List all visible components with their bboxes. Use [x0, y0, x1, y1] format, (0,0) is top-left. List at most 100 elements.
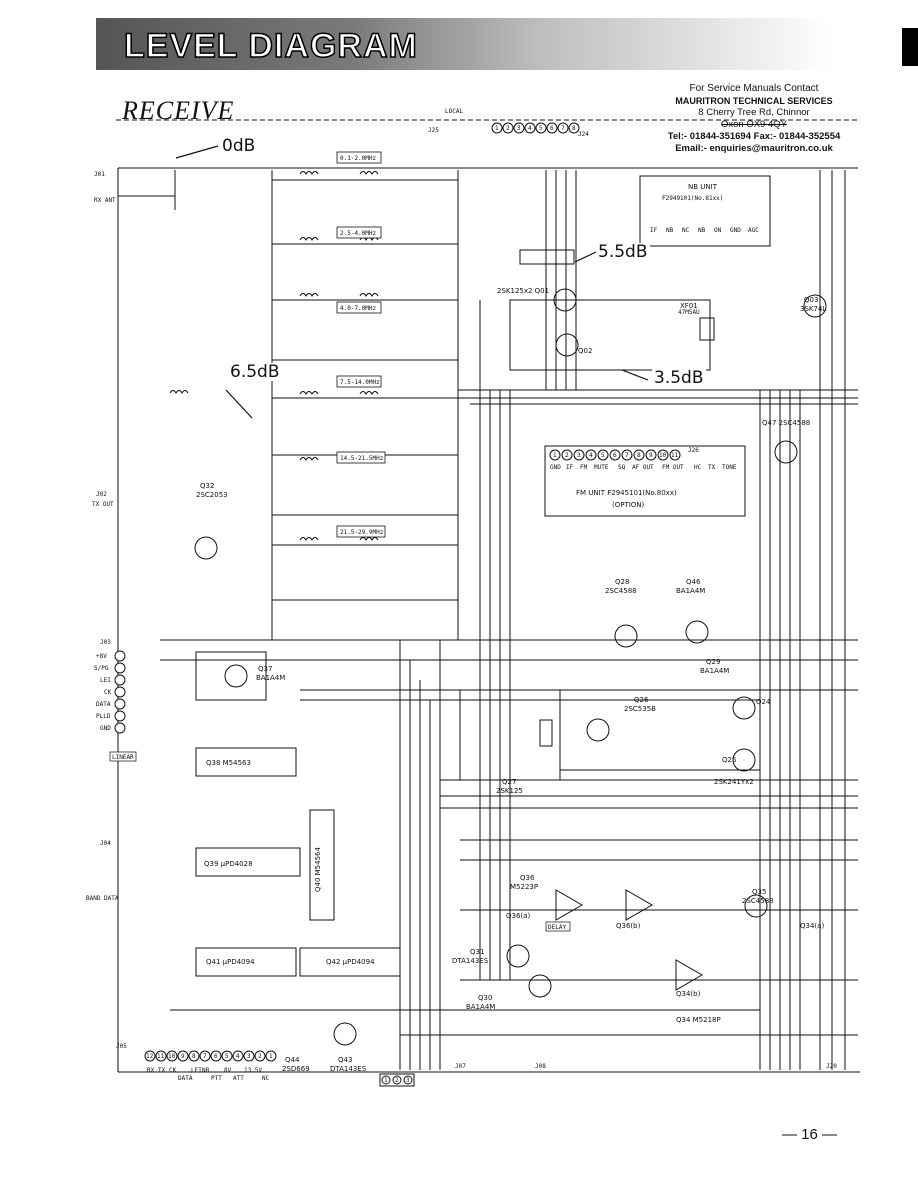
j05-pin: 13.5V	[244, 1067, 262, 1074]
q34b-label: Q34(b)	[676, 990, 701, 998]
level-5-5db: 5.5dB	[596, 242, 650, 262]
q30-label: Q30	[478, 994, 492, 1002]
q26-label: Q26	[634, 696, 649, 704]
j05-pin-num: 10	[168, 1053, 176, 1060]
service-contact: For Service Manuals Contact MAURITRON TE…	[664, 83, 844, 155]
j24-pin: 2	[506, 125, 510, 132]
filter-label-1: 0.1-2.0MHz	[340, 155, 377, 162]
filter-label-3: 4.0-7.0MHz	[340, 305, 377, 312]
j26-pin: 3	[577, 452, 581, 459]
linear-label: LINEAR	[112, 754, 134, 761]
contact-line-6: Email:- enquiries@mauritron.co.uk	[675, 143, 833, 154]
fm-pin: FM	[580, 464, 588, 471]
j03-pin: PLLD	[96, 713, 111, 720]
j24-pin: 6	[550, 125, 554, 132]
j05-pin: NC	[262, 1075, 270, 1082]
fm-unit-option: (OPTION)	[612, 501, 645, 509]
j05-pin: TX	[158, 1067, 166, 1074]
nb-pin: AGC	[748, 227, 759, 234]
nb-unit-title: NB UNIT	[688, 183, 718, 191]
q31-type: DTA143ES	[452, 957, 489, 965]
xf01-type: 47M5AU	[678, 309, 700, 316]
q34-label: Q34 M5218P	[676, 1016, 721, 1024]
q39-label: Q39 μPD4028	[204, 860, 253, 868]
j05-pin: RX	[147, 1067, 155, 1074]
filter-label-6: 21.5-29.9MHz	[340, 529, 384, 536]
fm-pin: GND	[550, 464, 561, 471]
nb-pin: GND	[730, 227, 741, 234]
j26-pin: 2	[565, 452, 569, 459]
j05-pin: PTT	[211, 1075, 222, 1082]
j03-pin: S/PG	[94, 665, 109, 672]
fm-pin: HC	[694, 464, 702, 471]
j05-pin: DATA	[178, 1075, 193, 1082]
filter-labels: 0.1-2.0MHz 2.5-4.0MHz 4.0-7.0MHz 7.5-14.…	[336, 151, 386, 538]
j05-pin: CK	[169, 1067, 177, 1074]
j26-label: J26	[688, 447, 699, 454]
fm-pin: TX	[708, 464, 716, 471]
j05-pin-num: 6	[214, 1053, 218, 1060]
level-arrows	[175, 145, 649, 419]
j25-label: J25	[428, 127, 439, 134]
j24-pin: 1	[495, 125, 499, 132]
j07-pin: 2	[395, 1077, 399, 1084]
j26-pin: 7	[625, 452, 629, 459]
q36b-label: Q36(b)	[616, 922, 641, 930]
nb-pin: IF	[650, 227, 658, 234]
j24-pin: 3	[517, 125, 521, 132]
q37-label: Q37	[258, 665, 272, 673]
j05-pin: LEI	[191, 1067, 202, 1074]
q32-type: 2SC2053	[196, 491, 228, 499]
contact-line-4: Oxon OX9 4QY	[720, 119, 787, 130]
contact-line-1: For Service Manuals Contact	[689, 83, 819, 94]
q40-label: Q40 M54564	[314, 847, 322, 892]
j07-pin: 3	[406, 1077, 410, 1084]
q36-label: Q36	[520, 874, 535, 882]
j24-pin: 5	[539, 125, 543, 132]
j24-pin: 4	[528, 125, 532, 132]
q38-label: Q38 M54563	[206, 759, 251, 767]
q30-type: BA1A4M	[466, 1003, 495, 1011]
contact-line-2: MAURITRON TECHNICAL SERVICES	[675, 96, 833, 106]
q43-type: DTA143ES	[330, 1065, 367, 1073]
j07-pin: 1	[384, 1077, 388, 1084]
q41-label: Q41 μPD4094	[206, 958, 255, 966]
page-edge-tab	[902, 28, 918, 66]
fm-pin: AF OUT	[632, 464, 654, 471]
j03-pin: LEI	[100, 677, 111, 684]
level-6-5db: 6.5dB	[228, 362, 282, 382]
nb-pin: NC	[682, 227, 690, 234]
rx-ant-label: RX ANT	[94, 197, 116, 204]
fm-pin: SQ	[618, 464, 626, 471]
j05-pin-num: 1	[269, 1053, 273, 1060]
nb-unit-code: F2949101(No.81xx)	[662, 195, 723, 202]
q2425-type: 2SK241Yx2	[714, 778, 754, 786]
j02-label: J02	[96, 491, 107, 498]
j05-pin: ATT	[233, 1075, 244, 1082]
level-3-5db: 3.5dB	[652, 368, 706, 388]
delay-label: DELAY	[548, 924, 566, 931]
fm-pin: TONE	[722, 464, 737, 471]
q29-type: BA1A4M	[700, 667, 729, 675]
q42-label: Q42 μPD4094	[326, 958, 375, 966]
j05-pin-num: 7	[203, 1053, 207, 1060]
q01-label: 2SK125x2 Q01	[497, 287, 549, 295]
contact-line-3: 8 Cherry Tree Rd, Chinnor	[698, 107, 810, 118]
j03-pin: GND	[100, 725, 111, 732]
fm-unit-title: FM UNIT F2945101(No.80xx)	[576, 489, 677, 497]
component-labels: J01 RX ANT J02 TX OUT LOCAL J25 J24 J04 …	[86, 108, 826, 1073]
j05-pin-num: 3	[247, 1053, 251, 1060]
j05-connector: J05 12 11 10 9 8 7 6 5 4 3 2 1 RX TX CK …	[116, 1043, 277, 1082]
j24-pin: 8	[572, 125, 576, 132]
j05-pin-num: 12	[146, 1053, 154, 1060]
q35-label: Q35	[752, 888, 766, 896]
q28-label: Q28	[615, 578, 629, 586]
fm-pin: IF	[566, 464, 574, 471]
q34a-label: Q34(a)	[800, 922, 824, 930]
page-title: LEVEL DIAGRAM	[123, 26, 418, 66]
j07-label: J07	[455, 1063, 466, 1070]
j05-pin-num: 2	[258, 1053, 262, 1060]
j26-pin: 11	[671, 452, 679, 459]
j05-pin: 8V	[224, 1067, 232, 1074]
